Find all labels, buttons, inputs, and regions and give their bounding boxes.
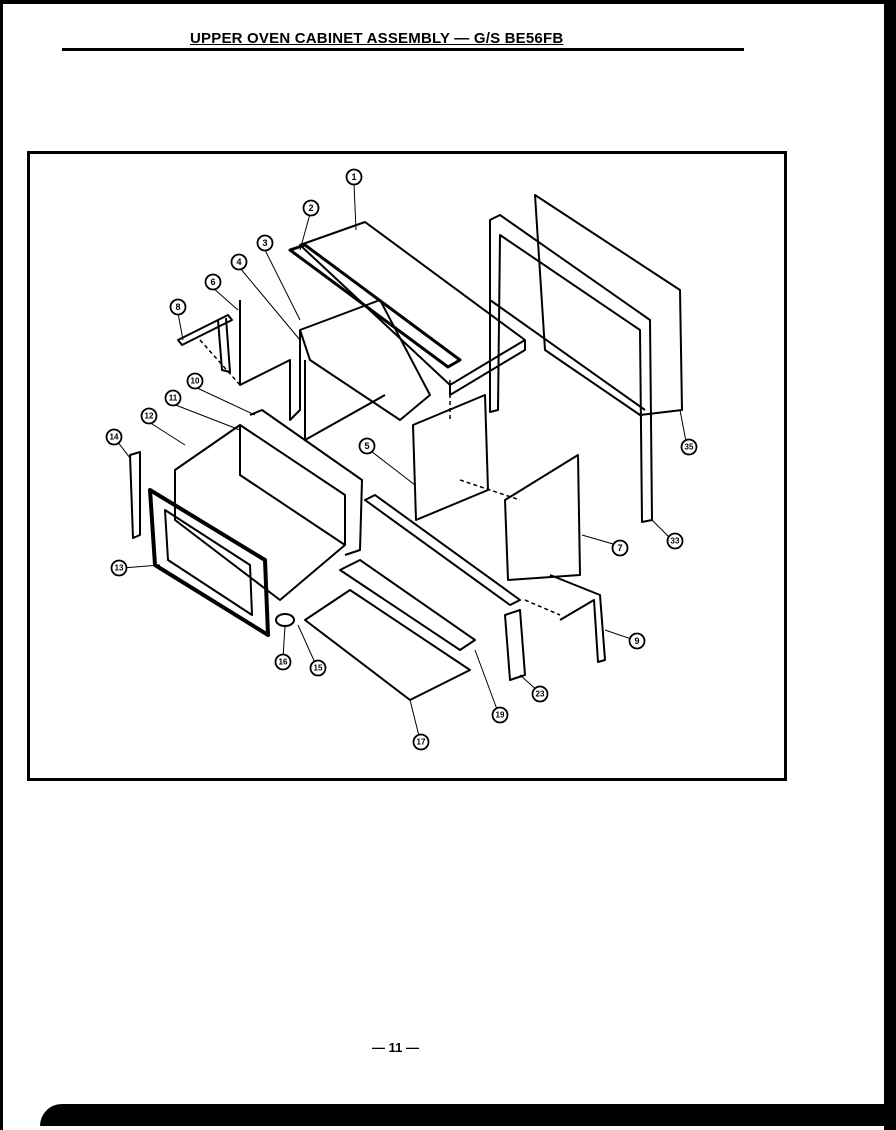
callout-circle-3 — [256, 234, 274, 252]
callout-label-6: 6 — [210, 277, 215, 287]
callout-label-4: 4 — [236, 257, 241, 267]
callout-label-16: 16 — [279, 658, 288, 667]
callout-label-23: 23 — [536, 690, 545, 699]
callout-circle-33 — [666, 532, 684, 550]
callout-circle-9 — [628, 632, 646, 650]
part-side-panel — [412, 394, 489, 521]
callout-label-13: 13 — [115, 564, 124, 573]
callout-circle-7 — [611, 539, 629, 557]
callout-circle-4 — [230, 253, 248, 271]
callout-label-9: 9 — [634, 636, 639, 646]
callout-label-5: 5 — [364, 441, 369, 451]
callout-circle-23 — [531, 685, 549, 703]
callout-circle-6 — [204, 273, 222, 291]
callout-circle-11 — [164, 389, 182, 407]
callout-label-1: 1 — [351, 172, 356, 182]
callout-label-3: 3 — [262, 238, 267, 248]
page-edge-left — [0, 0, 3, 1130]
page-number: — 11 — — [372, 1040, 419, 1055]
part-inner-shield — [299, 299, 431, 421]
callout-group — [105, 168, 698, 751]
callout-label-19: 19 — [496, 711, 505, 720]
page-edge-bottom — [40, 1104, 896, 1126]
part-knob — [275, 613, 295, 627]
callout-circle-14 — [105, 428, 123, 446]
part-bottom-tray — [304, 589, 471, 701]
callout-circle-10 — [186, 372, 204, 390]
part-back-panel — [534, 194, 683, 416]
callout-label-11: 11 — [169, 394, 178, 403]
callout-label-15: 15 — [314, 664, 323, 673]
callout-circle-17 — [412, 733, 430, 751]
part-small-bracket — [129, 451, 141, 539]
callout-circle-16 — [274, 653, 292, 671]
title-rule — [62, 48, 744, 51]
callout-circle-15 — [309, 659, 327, 677]
callout-circle-13 — [110, 559, 128, 577]
callout-label-12: 12 — [145, 412, 154, 421]
callout-circle-35 — [680, 438, 698, 456]
callout-circle-8 — [169, 298, 187, 316]
callout-circle-12 — [140, 407, 158, 425]
part-right-panel — [504, 454, 581, 581]
callout-label-17: 17 — [417, 738, 426, 747]
page-edge-right — [884, 0, 896, 1130]
part-door-frame — [148, 488, 270, 637]
page-title: UPPER OVEN CABINET ASSEMBLY — G/S BE56FB — [190, 30, 564, 47]
callout-label-2: 2 — [308, 203, 313, 213]
part-left-bracket — [177, 314, 233, 346]
callout-label-35: 35 — [685, 443, 694, 452]
callout-label-8: 8 — [175, 302, 180, 312]
part-back-frame — [489, 214, 653, 523]
callout-circle-5 — [358, 437, 376, 455]
part-top-rail — [288, 243, 462, 369]
callout-circle-19 — [491, 706, 509, 724]
callout-label-10: 10 — [191, 377, 200, 386]
part-bottom-bracket — [504, 609, 526, 681]
callout-label-7: 7 — [617, 543, 622, 553]
callout-label-33: 33 — [671, 537, 680, 546]
callout-circle-2 — [302, 199, 320, 217]
callout-circle-1 — [345, 168, 363, 186]
page-edge-top — [0, 0, 896, 4]
diagram-frame — [27, 151, 787, 781]
callout-label-14: 14 — [110, 433, 119, 442]
